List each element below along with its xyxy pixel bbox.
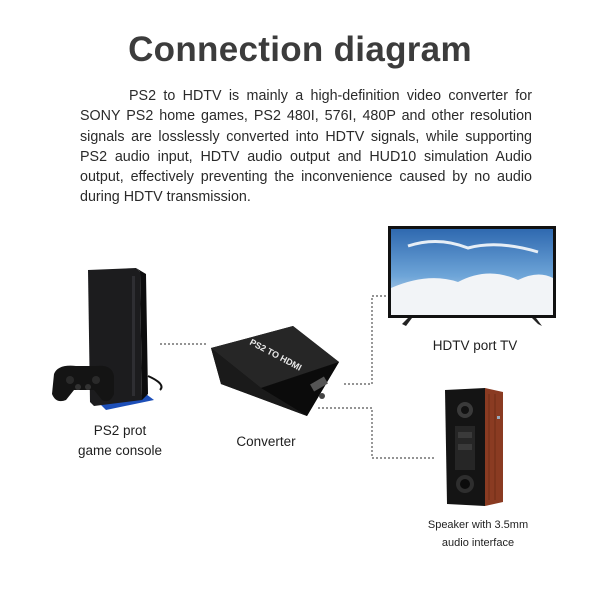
console-label: PS2 prot game console bbox=[60, 421, 180, 461]
speaker-label-line1: Speaker with 3.5mm bbox=[427, 519, 529, 531]
speaker-label-line2: audio interface bbox=[441, 537, 515, 549]
connector-converter-tv bbox=[344, 295, 388, 385]
speaker-label: Speaker with 3.5mm audio interface bbox=[410, 516, 546, 552]
converter-image: PS2 TO HDMI bbox=[207, 322, 347, 422]
page-title: Connection diagram bbox=[128, 30, 472, 69]
tv-label: HDTV port TV bbox=[432, 338, 518, 353]
connector-converter-speaker bbox=[318, 407, 436, 459]
console-label-line1: PS2 prot bbox=[93, 423, 147, 438]
description-text: PS2 to HDTV is mainly a high-definition … bbox=[80, 88, 532, 206]
controller-image bbox=[52, 365, 114, 402]
tv-image bbox=[388, 226, 556, 334]
console-label-line2: game console bbox=[77, 443, 163, 458]
ps2-console-image bbox=[48, 266, 173, 416]
converter-label: Converter bbox=[236, 434, 296, 449]
speaker-image bbox=[445, 386, 505, 508]
